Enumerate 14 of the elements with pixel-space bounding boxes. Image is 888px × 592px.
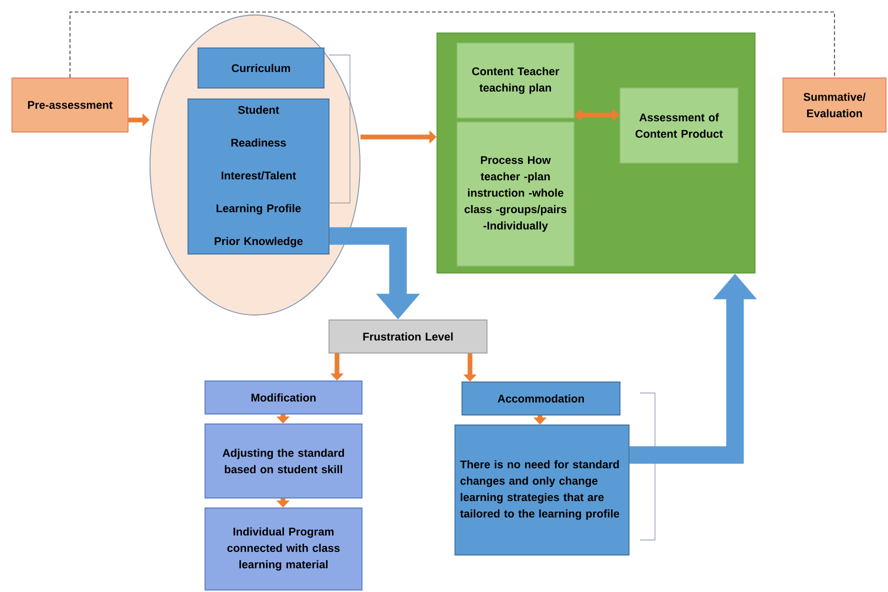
- process-box: Frustration Level: [328, 320, 488, 354]
- process-box: Pre-assessment: [12, 78, 128, 132]
- process-box: Individual Program connected with class learning material: [204, 508, 362, 590]
- process-box: Curriculum: [198, 48, 324, 88]
- process-box: Content Teacher teaching plan: [456, 42, 574, 118]
- process-box: Summative/ Evaluation: [782, 78, 886, 132]
- process-box: Process How teacher -plan instruction -whole class -groups/pairs -Individually: [456, 122, 574, 266]
- arrow: [574, 108, 620, 122]
- process-box: Assessment of Content Product: [620, 88, 738, 164]
- process-box: Adjusting the standard based on student skill: [204, 424, 362, 498]
- process-box: Modification: [204, 380, 362, 414]
- process-box: Accommodation: [462, 382, 620, 416]
- process-box: Student Readiness Interest/Talent Learning Profile Prior Knowledge: [188, 98, 330, 254]
- process-box: There is no need for standard changes and only change learning strategies that are tailored to the learning profile: [454, 424, 630, 556]
